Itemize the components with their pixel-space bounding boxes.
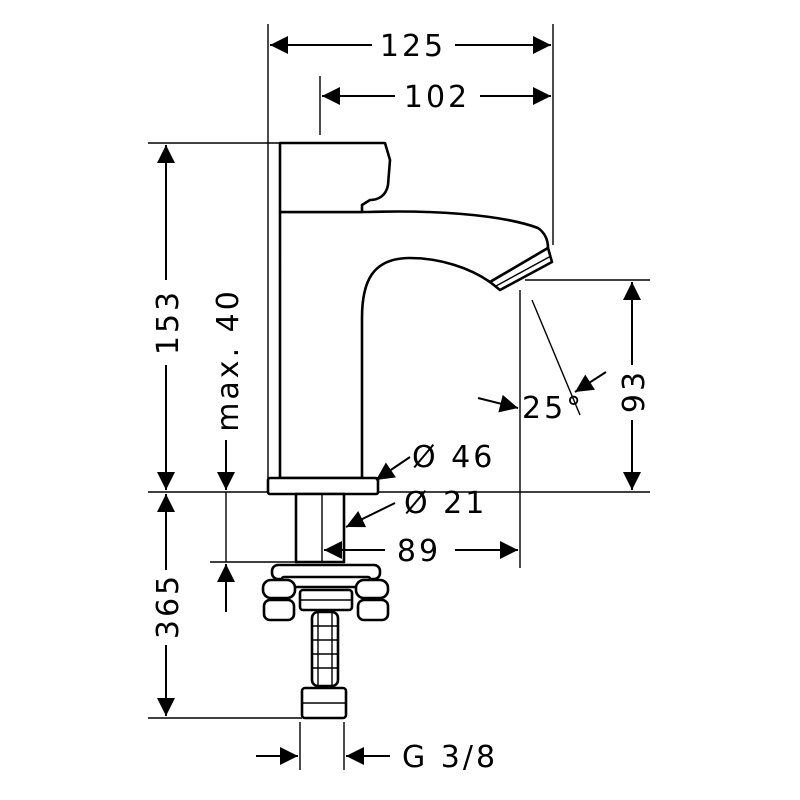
dim-153: 153 — [151, 289, 186, 355]
dim-89: 89 — [397, 534, 441, 569]
dim-diameter-21: Ø 21 — [404, 486, 487, 521]
faucet-body — [266, 141, 554, 564]
dim-max-40: max. 40 — [211, 288, 246, 432]
dim-102: 102 — [404, 80, 470, 115]
dimension-lines — [157, 36, 641, 765]
mounting-set — [261, 563, 390, 720]
dim-125: 125 — [380, 29, 446, 64]
dim-365: 365 — [151, 573, 186, 639]
extension-lines — [148, 24, 650, 770]
dim-angle-25: 25° — [522, 391, 584, 426]
dim-thread-g38: G 3/8 — [402, 740, 498, 775]
dim-diameter-46: Ø 46 — [412, 440, 495, 475]
dim-93: 93 — [617, 369, 652, 413]
